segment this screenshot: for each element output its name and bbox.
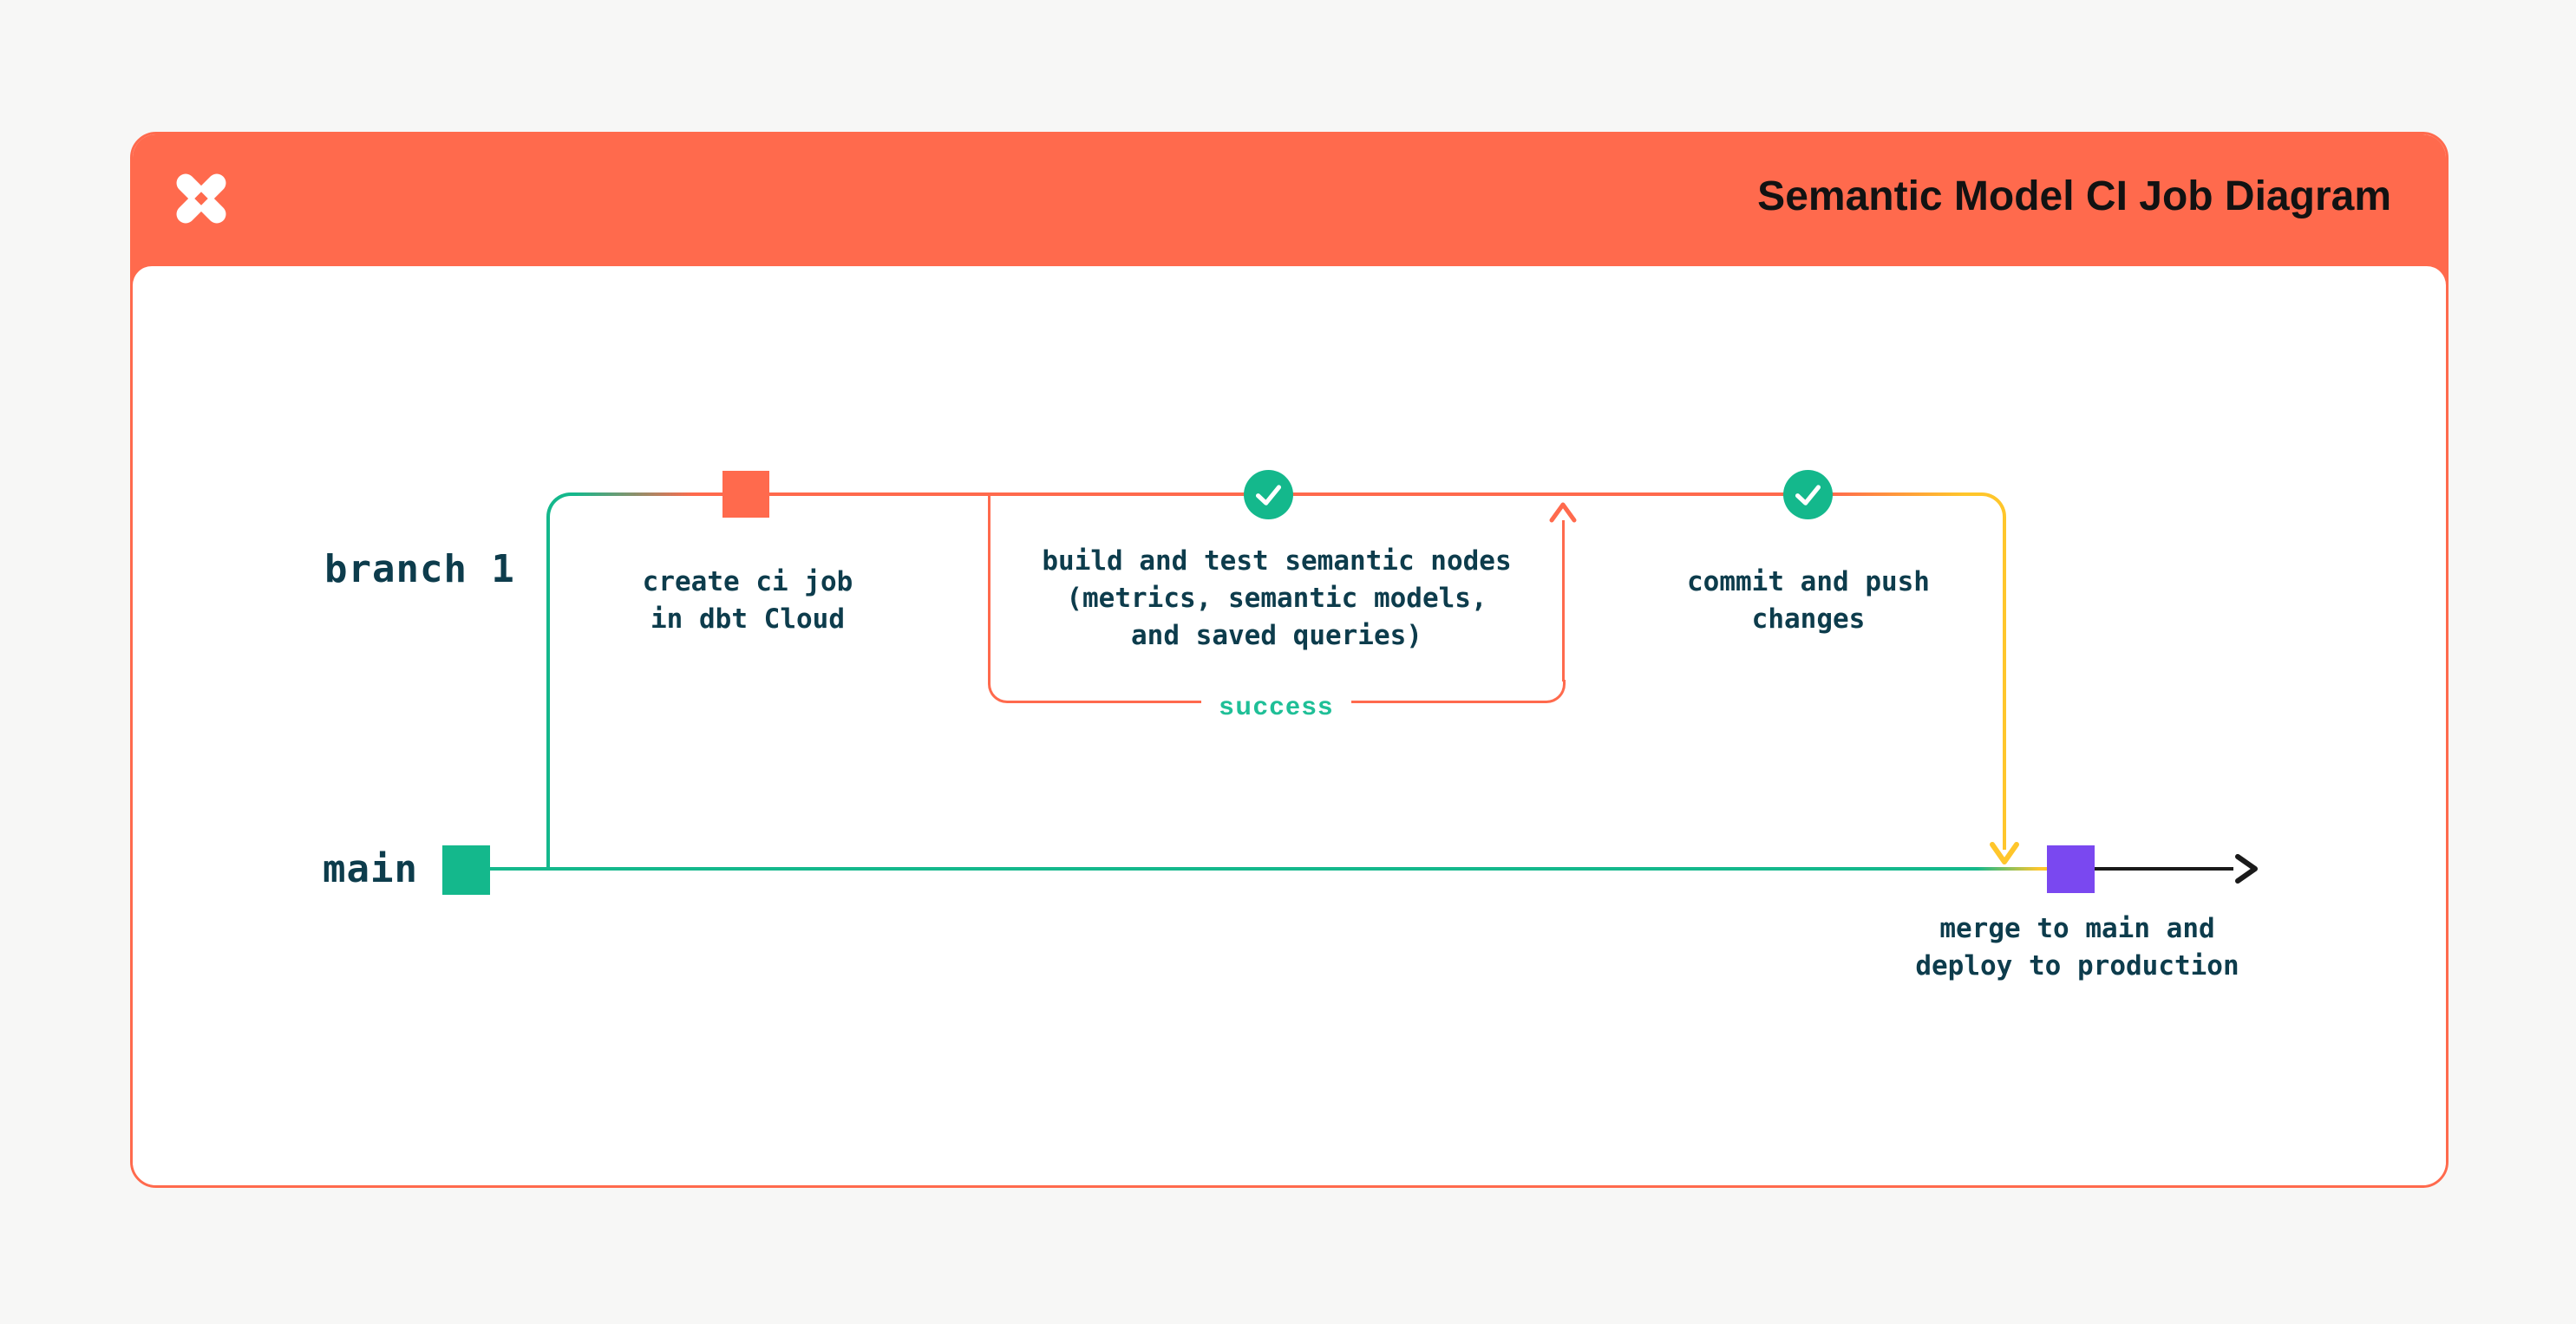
success-loop-bottom-left-line xyxy=(1010,701,1201,703)
branch1-corner-top-right xyxy=(1977,492,2006,522)
page-title: Semantic Model CI Job Diagram xyxy=(1757,173,2391,219)
success-loop-corner-bl xyxy=(988,680,1011,703)
label-line: and saved queries) xyxy=(1131,620,1422,651)
merge-vertical-line xyxy=(2003,519,2006,850)
merge-down-arrowhead xyxy=(1990,842,2019,864)
card-header xyxy=(133,134,2446,287)
diagram-card xyxy=(130,132,2449,1188)
card-body xyxy=(133,266,2446,1185)
label-line: changes xyxy=(1751,603,1866,635)
lane-label-branch1: branch 1 xyxy=(324,547,515,591)
dbt-logo-icon xyxy=(167,165,235,232)
success-loop-bottom-right-line xyxy=(1351,701,1544,703)
label-line: commit and push xyxy=(1687,566,1930,597)
commit-square-merge xyxy=(2047,845,2095,893)
success-loop-left-line xyxy=(988,496,991,682)
label-create-ci-job: create ci job in dbt Cloud xyxy=(531,564,964,638)
label-line: deploy to production xyxy=(1915,950,2239,982)
main-continuation-arrowhead xyxy=(2235,854,2258,884)
branch1-vertical-left xyxy=(546,519,550,869)
lane-label-main: main xyxy=(323,847,418,891)
success-loop-right-line xyxy=(1562,520,1565,682)
check-circle-build-test-icon xyxy=(1244,470,1293,519)
label-line: merge to main and xyxy=(1939,913,2215,944)
success-label: success xyxy=(1219,692,1335,721)
main-continuation-line xyxy=(2095,867,2233,871)
commit-square-create-ci-job xyxy=(722,471,769,518)
label-line: create ci job xyxy=(642,566,853,597)
label-line: in dbt Cloud xyxy=(651,603,845,635)
label-line: build and test semantic nodes xyxy=(1042,545,1512,577)
label-build-test-semantic-nodes: build and test semantic nodes (metrics, … xyxy=(1017,543,1537,655)
branch1-corner-top-left xyxy=(546,492,576,522)
label-commit-and-push: commit and push changes xyxy=(1592,564,2025,638)
label-line: (metrics, semantic models, xyxy=(1066,583,1487,614)
label-merge-to-main: merge to main and deploy to production xyxy=(1860,910,2294,985)
success-up-arrowhead xyxy=(1549,502,1577,523)
main-branch-line xyxy=(490,867,2047,871)
commit-square-main-start xyxy=(442,845,490,895)
check-circle-commit-push-icon xyxy=(1783,470,1833,519)
